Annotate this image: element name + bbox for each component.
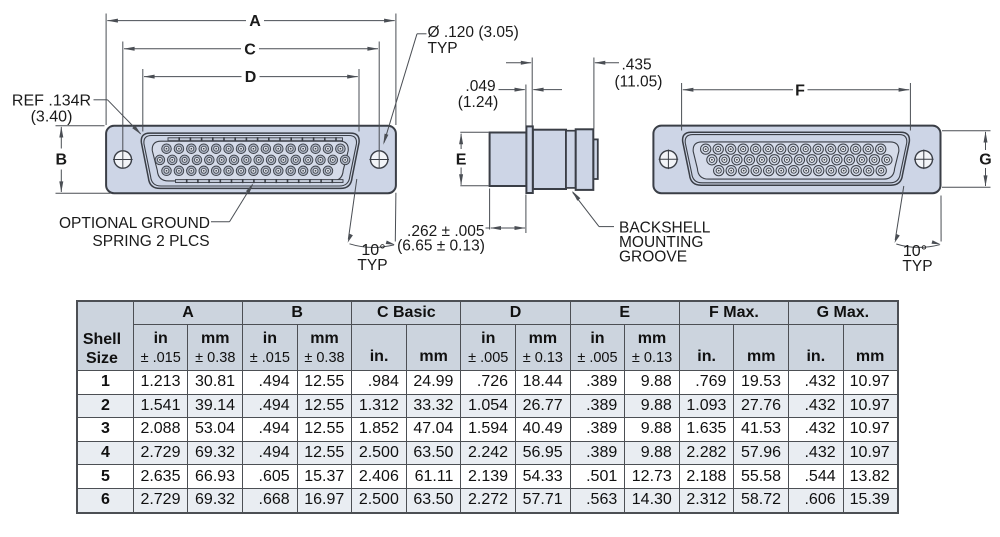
- svg-text:OPTIONAL GROUND: OPTIONAL GROUND: [59, 215, 210, 232]
- svg-text:MOUNTING: MOUNTING: [619, 234, 703, 251]
- svg-text:GROOVE: GROOVE: [619, 249, 687, 266]
- svg-text:(1.24): (1.24): [458, 94, 499, 111]
- svg-text:C: C: [244, 41, 256, 58]
- svg-text:B: B: [56, 152, 68, 169]
- svg-text:TYP: TYP: [357, 257, 387, 274]
- svg-text:A: A: [249, 13, 261, 30]
- svg-text:TYP: TYP: [902, 258, 932, 275]
- svg-text:10°: 10°: [361, 242, 385, 259]
- svg-text:G: G: [979, 151, 991, 168]
- svg-text:REF .134R: REF .134R: [12, 93, 91, 110]
- svg-text:(3.40): (3.40): [31, 109, 73, 126]
- svg-text:F: F: [795, 82, 805, 99]
- svg-text:E: E: [456, 151, 467, 168]
- svg-text:.262 ± .005: .262 ± .005: [407, 223, 484, 240]
- svg-text:TYP: TYP: [428, 40, 458, 57]
- svg-text:D: D: [245, 69, 257, 86]
- svg-text:Ø .120 (3.05): Ø .120 (3.05): [428, 24, 519, 41]
- svg-text:.435: .435: [622, 56, 652, 73]
- svg-text:10°: 10°: [903, 243, 927, 260]
- svg-text:BACKSHELL: BACKSHELL: [619, 220, 711, 237]
- svg-text:(11.05): (11.05): [615, 74, 663, 91]
- svg-text:(6.65 ± 0.13): (6.65 ± 0.13): [397, 238, 485, 255]
- svg-text:SPRING 2 PLCS: SPRING 2 PLCS: [92, 233, 209, 250]
- svg-text:.049: .049: [465, 78, 495, 95]
